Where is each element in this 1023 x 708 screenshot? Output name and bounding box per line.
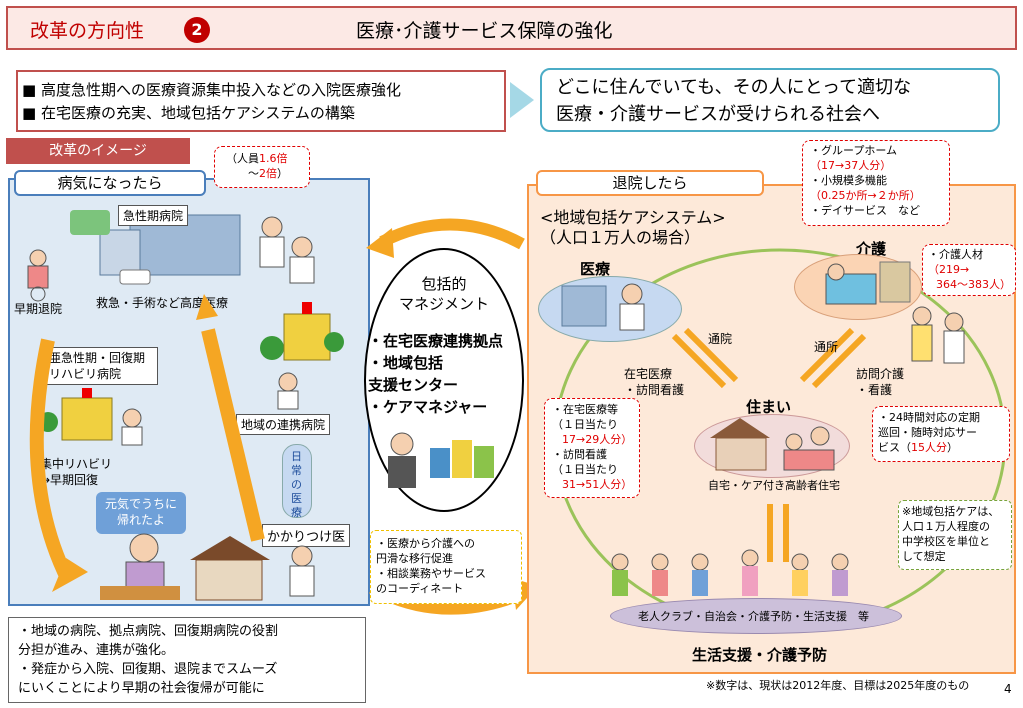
summary-text: ・地域の病院、拠点病院、回復期病院の役割 分担が進み、連携が強化。 ・発症から入… [18,624,279,696]
daily-medical-label: 日常の医療 [291,450,302,519]
staff-note: （人員1.6倍 ～2倍） [226,152,288,180]
summary-box [8,617,366,703]
staff-stats-callout [922,244,1016,296]
staff-stats: ・介護人材 （219→ 364～383人） [928,248,1011,291]
facilities-note: ・グループホーム （17→37人分） ・小規模多機能 （0.25か所→２か所） … [810,144,921,217]
community-ellipse [610,598,902,634]
acute-hospital-label: 急性期病院 [118,205,189,226]
management-title: 包括的 マネジメント [398,275,489,313]
visit-hospital-label: 通院 [708,332,733,346]
tab-when-sick: 病気になったら [14,170,206,196]
home-medical-label: 在宅医療 ・訪問看護 [624,367,685,397]
school-note: ※地域包括ケアは、 人口１万人程度の 中学校区を単位と して想定 [902,505,1000,563]
elderly-wheelchair-illustration [27,249,49,302]
school-note-callout [898,500,1012,570]
vision-text: どこに住んでいても、その人にとって適切な 医療・介護サービスが受けられる社会へ [556,77,912,125]
subacute-hospital-label: 亜急性期・回復期 リハビリ病院 [44,347,158,385]
management-note: ・医療から介護への 円滑な移行促進 ・相談業務やサービス のコーディネート [376,537,486,595]
care-manager-illustration [388,432,494,488]
community-caption: 老人クラブ・自治会・介護予防・生活支援 等 [638,610,869,623]
home-elderly-illustration [100,533,270,601]
housing-heading: 住まい [746,398,792,416]
regional-hospital-label: 地域の連携病院 [236,414,331,435]
home-care-label: 訪問介護 ・看護 [856,367,905,397]
caregivers-illustration [911,306,965,364]
vision-box [540,68,1000,132]
care-heading: 介護 [856,240,887,258]
header-badge: 2 [184,17,210,43]
goal-item-1: ■ 高度急性期への医療資源集中投入などの入院医療強化 [22,81,401,99]
staff-callout [214,146,310,188]
medical-stats: ・在宅医療等 （１日当たり 17→29人分） ・訪問看護 （１日当たり 31→5… [552,403,633,491]
patrol-callout [872,406,1010,462]
management-note-box [370,530,522,604]
rehab-hospital-illustration [38,388,143,446]
early-discharge-label: 早期退院 [14,302,63,316]
page-number: 4 [1004,682,1012,696]
regional-hospital-illustration [260,302,344,410]
visit-facility-label: 通所 [814,340,839,354]
daily-medical-badge [282,444,312,518]
service-arrows [671,327,867,389]
footnote: ※数字は、現状は2012年度、目標は2025年度のもの [706,679,970,692]
medical-illustration [561,283,645,331]
management-items: ・在宅医療連携拠点 ・地域包括 支援センター ・ケアマネジャー [368,332,504,416]
goal-item-2: ■ 在宅医療の充実、地域包括ケアシステムの構築 [22,104,355,122]
gp-label: かかりつけ医 [262,524,351,547]
medical-heading: 医療 [580,260,611,278]
flow-arrows [29,294,265,592]
header-label: 改革の方向性 [30,20,145,42]
housing-illustration [710,418,835,471]
housing-caption: 自宅・ケア付き高齢者住宅 [708,479,840,492]
care-illustration [825,261,911,305]
medical-stats-callout [544,398,640,498]
right-arrow-icon [510,82,534,118]
home-speech-bubble: 元気でうちに 帰れたよ [96,492,186,534]
doctors-illustration [259,216,315,284]
gp-doctor-illustration [289,545,315,597]
community-illustration [611,549,849,596]
page-title: 医療･介護サービス保障の強化 [356,20,613,42]
up-down-arrows [767,504,789,562]
tab-after-discharge: 退院したら [536,170,764,196]
facilities-callout [802,140,950,226]
header-bar [6,6,1017,50]
patrol-note: ・24時間対応の定期 巡回・随時対応サー ビス（15人分） [878,411,980,454]
rehab-caption: 集中リハビリ →早期回復 [40,457,113,487]
acute-caption: 救急・手術など高度医療 [96,296,229,310]
system-title: <地域包括ケアシステム> （人口１万人の場合） [540,208,726,247]
support-heading: 生活支援・介護予防 [692,646,828,664]
goals-box [16,70,506,132]
reform-image-label: 改革のイメージ [6,138,190,164]
